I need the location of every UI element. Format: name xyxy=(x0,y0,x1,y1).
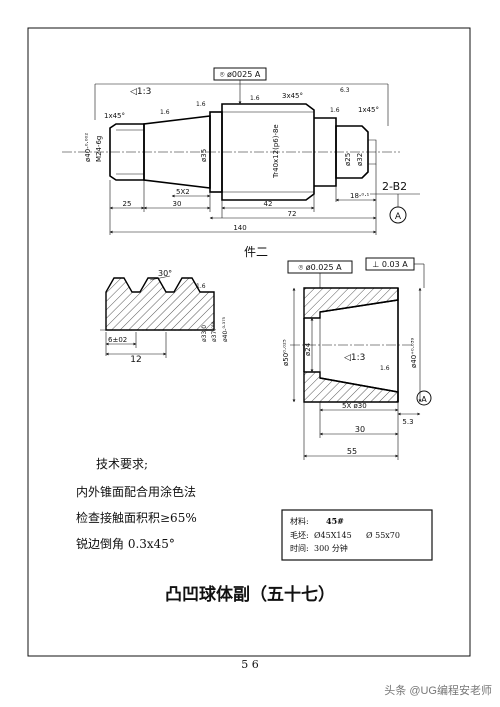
shaft-dia-right-2: ø32 xyxy=(356,153,364,166)
svg-text:ø33.0: ø33.0 xyxy=(201,325,208,342)
svg-text:5X2: 5X2 xyxy=(176,188,190,196)
svg-text:ø40-⁰·³⁷⁵: ø40-⁰·³⁷⁵ xyxy=(222,316,229,342)
thread-profile-section xyxy=(105,277,215,331)
thread-angle: 30° xyxy=(158,269,172,278)
svg-text:⌾ ø0025 A: ⌾ ø0025 A xyxy=(220,70,261,79)
svg-text:时间:: 时间: xyxy=(290,543,309,553)
sleeve-lower-wall xyxy=(303,371,399,403)
svg-text:18-⁰·¹: 18-⁰·¹ xyxy=(350,192,369,200)
shaft-dia-mid: ø35 xyxy=(200,149,208,162)
watermark-text: 头条 @UG编程安老师 xyxy=(384,683,492,697)
svg-text:1.6: 1.6 xyxy=(380,365,390,372)
svg-text:1.6: 1.6 xyxy=(196,283,206,290)
svg-text:12: 12 xyxy=(130,355,141,365)
shaft-right-end xyxy=(335,125,369,179)
svg-text:材料:: 材料: xyxy=(290,516,309,526)
svg-text:ø24: ø24 xyxy=(304,342,312,356)
shaft-roughness-corner: 6.3 xyxy=(340,87,350,94)
shaft-roughness-3: 1.6 xyxy=(250,95,260,102)
svg-text:A: A xyxy=(395,212,402,222)
sheet-border xyxy=(27,27,471,657)
requirement-line: 锐边倒角 0.3x45° xyxy=(76,537,175,551)
technical-requirements: 技术要求; 内外锥面配合用涂色法 检查接触面积积≥65% 锐边倒角 0.3x45… xyxy=(76,457,197,551)
shaft-drawing: ⌾ ø0025 A ◁1:3 1x45° 3x45° 1x45° 6.3 1.6… xyxy=(62,67,420,235)
shaft-roughness-2: 1.6 xyxy=(196,101,206,108)
shaft-chamfer-right: 1x45° xyxy=(358,106,379,114)
shaft-taper-label: ◁1:3 xyxy=(130,87,151,97)
svg-text:Ø45X145: Ø45X145 xyxy=(314,531,352,540)
shaft-dia-left-2: M24-6g xyxy=(95,136,103,162)
svg-text:⊥ 0.03 A: ⊥ 0.03 A xyxy=(372,260,408,269)
svg-text:30: 30 xyxy=(355,425,365,434)
shaft-dia-left-1: ø40-⁰·⁰⁰² xyxy=(84,133,92,162)
shaft-chamfer-mid: 3x45° xyxy=(282,92,303,100)
svg-text:ø50⁰·⁰²⁵: ø50⁰·⁰²⁵ xyxy=(282,339,290,366)
sleeve-upper-wall xyxy=(303,287,399,319)
svg-text:42: 42 xyxy=(264,200,273,208)
sleeve-taper: ◁1:3 xyxy=(344,353,365,363)
thread-detail: 30° 1.6 6±02 12 ø33.0 ø37.⁰¹⁸ ø40-⁰·³⁷⁵ xyxy=(100,269,229,365)
sleeve-drawing: ⌾ ø0.025 A ⊥ 0.03 A ◁1:3 1.6 ø50⁰·⁰²⁵ ø2… xyxy=(282,257,432,460)
shaft-dia-right-1: ø25 xyxy=(344,153,352,166)
material-box: 材料: 45# 毛坯: Ø45X145 Ø 55x70 时间: 300 分钟 xyxy=(281,509,433,561)
svg-text:毛坯:: 毛坯: xyxy=(290,530,309,540)
svg-text:72: 72 xyxy=(288,210,297,218)
svg-text:300 分钟: 300 分钟 xyxy=(314,543,348,553)
svg-text:ø40⁺⁰·⁰³⁹: ø40⁺⁰·⁰³⁹ xyxy=(410,337,418,368)
svg-text:30: 30 xyxy=(173,200,182,208)
requirement-line: 检查接触面积积≥65% xyxy=(76,510,197,525)
page-title: 凸凹球体副（五十七） xyxy=(165,584,335,605)
sleeve-datum-a xyxy=(416,390,432,406)
part-two-title: 件二 xyxy=(244,245,268,259)
shaft-section-label: 2-B2 xyxy=(382,180,407,193)
svg-text:6±02: 6±02 xyxy=(108,336,127,344)
shaft-roughness-4: 1.6 xyxy=(330,107,340,114)
svg-text:55: 55 xyxy=(347,447,357,456)
svg-text:25: 25 xyxy=(123,200,132,208)
requirement-line: 内外锥面配合用涂色法 xyxy=(76,484,196,499)
page-number: 5 6 xyxy=(241,658,259,671)
shaft-roughness-1: 1.6 xyxy=(160,109,170,116)
svg-text:140: 140 xyxy=(233,224,246,232)
svg-text:5X ø30: 5X ø30 xyxy=(342,402,367,410)
svg-text:45#: 45# xyxy=(326,516,344,526)
requirements-heading: 技术要求; xyxy=(96,457,148,471)
svg-text:5.3: 5.3 xyxy=(402,418,413,426)
svg-text:Ø 55x70: Ø 55x70 xyxy=(366,531,400,540)
svg-text:A: A xyxy=(421,395,427,404)
svg-text:ø37.⁰¹⁸: ø37.⁰¹⁸ xyxy=(211,321,218,342)
shaft-chamfer-left: 1x45° xyxy=(104,112,125,120)
shaft-thread-spec: Tr40x12(p6)-8e xyxy=(272,124,280,179)
svg-text:⌾ ø0.025 A: ⌾ ø0.025 A xyxy=(298,263,342,272)
